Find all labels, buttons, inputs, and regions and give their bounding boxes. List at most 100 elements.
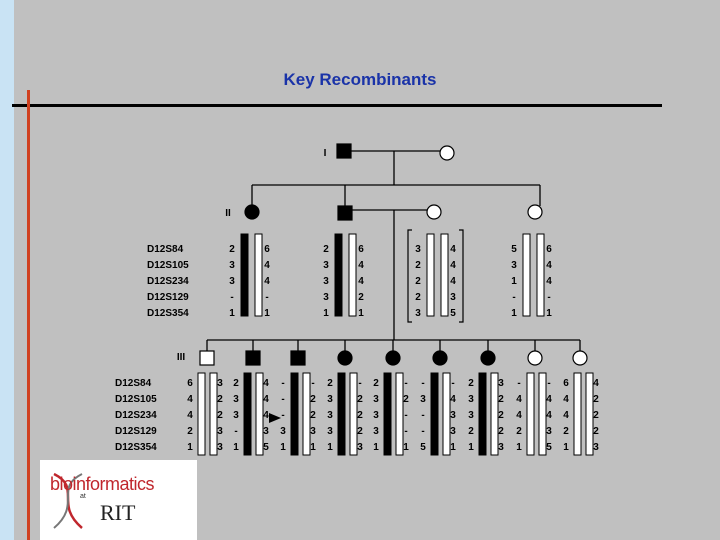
gen2-bracket-left: [407, 229, 412, 323]
gen2-allele-left: 3: [229, 260, 235, 271]
gen3-individual-7: [480, 350, 496, 366]
gen3-haplotype-bar-right: [349, 372, 358, 456]
gen2-allele-right: 4: [450, 276, 456, 287]
gen3-haplotype-bar-right: [302, 372, 311, 456]
gen2-allele-left: -: [512, 292, 515, 303]
gen2-haplotype-bar-right: [254, 233, 263, 317]
gen3-allele-right: 4: [263, 394, 269, 405]
gen2-marker-label: D12S129: [147, 292, 189, 303]
gen3-allele-right: 3: [263, 426, 269, 437]
gen3-allele-right: 4: [546, 410, 552, 421]
gen3-allele-right: 2: [498, 426, 504, 437]
gen3-allele-left: -: [517, 378, 520, 389]
gen3-allele-right: 2: [593, 426, 599, 437]
gen3-allele-left: 3: [233, 394, 239, 405]
gen2-allele-left: 3: [415, 244, 421, 255]
gen2-allele-right: 6: [264, 244, 270, 255]
gen3-haplotype-bar-left: [573, 372, 582, 456]
gen3-allele-left: -: [234, 426, 237, 437]
gen2-allele-right: 4: [358, 276, 364, 287]
gen3-allele-right: 4: [263, 410, 269, 421]
gen2-haplotype-bar-left: [240, 233, 249, 317]
gen2-marker-label: D12S354: [147, 308, 189, 319]
gen3-allele-right: 2: [498, 410, 504, 421]
gen3-individual-8: [527, 350, 543, 366]
gen3-allele-left: 3: [327, 394, 333, 405]
gen3-allele-left: 4: [563, 410, 569, 421]
gen3-allele-right: 2: [357, 426, 363, 437]
gen3-allele-left: 2: [516, 426, 522, 437]
gen2-allele-left: 5: [511, 244, 517, 255]
gen3-haplotype-bar-right: [490, 372, 499, 456]
gen3-allele-right: 3: [450, 426, 456, 437]
gen3-allele-right: 2: [498, 394, 504, 405]
gen3-marker-label: D12S354: [115, 442, 157, 453]
gen3-allele-right: 4: [593, 378, 599, 389]
left-red-rule: [27, 90, 30, 540]
gen3-allele-left: 6: [563, 378, 569, 389]
gen3-allele-right: 2: [217, 410, 223, 421]
gen3-allele-right: -: [358, 378, 361, 389]
gen3-allele-right: 4: [546, 394, 552, 405]
gen3-allele-left: 4: [187, 394, 193, 405]
gen3-allele-left: 4: [187, 410, 193, 421]
gen3-allele-left: 3: [233, 410, 239, 421]
gen2-marker-label: D12S84: [147, 244, 184, 255]
gen3-allele-left: 1: [563, 442, 569, 453]
gen3-individual-1: [199, 350, 215, 366]
gen2-haplotype-bar-right: [536, 233, 545, 317]
gen2-allele-right: -: [547, 292, 550, 303]
slide-title: Key Recombinants: [283, 70, 437, 89]
gen3-allele-right: 3: [498, 378, 504, 389]
gen2-haplotype-bar-left: [426, 233, 435, 317]
gen3-allele-left: 4: [516, 394, 522, 405]
gen2-allele-right: 4: [450, 260, 456, 271]
gen3-individual-2: [245, 350, 261, 366]
gen3-haplotype-bar-right: [442, 372, 451, 456]
gen2-haplotype-bar-right: [440, 233, 449, 317]
gen2-allele-left: 3: [229, 276, 235, 287]
gen2-individual-3: [426, 204, 442, 220]
gen2-allele-right: 4: [358, 260, 364, 271]
gen3-allele-right: -: [451, 378, 454, 389]
gen3-marker-label: D12S105: [115, 394, 157, 405]
gen2-allele-left: 1: [511, 308, 517, 319]
gen3-allele-right: 2: [593, 394, 599, 405]
gen3-allele-left: 1: [516, 442, 522, 453]
gen3-allele-left: 2: [468, 378, 474, 389]
gen2-allele-right: 1: [546, 308, 552, 319]
gen3-allele-left: 1: [187, 442, 193, 453]
gen2-allele-right: 4: [450, 244, 456, 255]
gen3-allele-left: 1: [233, 442, 239, 453]
gen2-haplotype-bar-left: [522, 233, 531, 317]
gen3-allele-left: 3: [468, 394, 474, 405]
gen3-allele-left: 3: [468, 410, 474, 421]
gen3-allele-left: 1: [468, 442, 474, 453]
gen1-father: [336, 143, 352, 159]
gen1-mother: [439, 145, 455, 161]
bioinformatics-rit-logo: bioinformatics at RIT: [40, 460, 197, 540]
gen2-allele-left: 2: [415, 276, 421, 287]
gen3-allele-right: 2: [310, 394, 316, 405]
gen3-haplotype-bar-left: [383, 372, 392, 456]
logo-school-text: RIT: [100, 500, 136, 525]
gen3-allele-right: 3: [546, 426, 552, 437]
gen2-allele-right: 4: [546, 276, 552, 287]
gen2-allele-left: 2: [229, 244, 235, 255]
gen2-marker-label: D12S105: [147, 260, 189, 271]
gen3-allele-left: 2: [233, 378, 239, 389]
gen3-allele-right: 3: [450, 410, 456, 421]
gen3-allele-left: 1: [327, 442, 333, 453]
gen3-haplotype-bar-left: [243, 372, 252, 456]
gen3-allele-left: 1: [280, 442, 286, 453]
gen3-allele-left: 2: [327, 378, 333, 389]
gen2-allele-left: 2: [415, 292, 421, 303]
gen2-allele-left: 2: [415, 260, 421, 271]
gen3-haplotype-bar-right: [209, 372, 218, 456]
generation-label-ii: II: [225, 208, 231, 219]
gen2-individual-1: [244, 204, 260, 220]
gen2-haplotype-bar-left: [334, 233, 343, 317]
gen3-allele-left: 3: [373, 410, 379, 421]
gen3-allele-left: 4: [563, 394, 569, 405]
